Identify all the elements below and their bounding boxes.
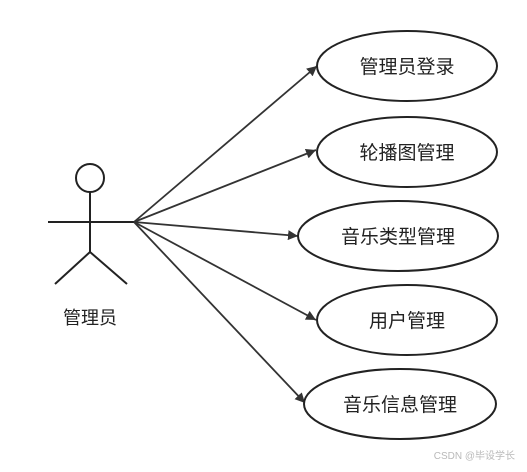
arrow-to-use-case-4 <box>133 221 317 321</box>
arrow-to-use-case-5 <box>133 221 306 404</box>
use-case-3-ellipse <box>297 200 499 272</box>
use-case-5-ellipse <box>303 368 497 440</box>
associations <box>133 65 318 404</box>
actor-label: 管理员 <box>63 308 117 329</box>
use-case-1-label: 管理员登录 <box>359 56 454 78</box>
watermark: CSDN @毕设学长 <box>433 451 515 462</box>
use-case-5-label: 音乐信息管理 <box>343 394 457 416</box>
use-case-1: 管理员登录 <box>316 30 498 102</box>
use-case-3-label: 音乐类型管理 <box>341 226 455 248</box>
actor-left-leg <box>54 251 91 285</box>
arrow-to-use-case-2 <box>133 149 317 223</box>
use-case-4-label: 用户管理 <box>369 310 445 332</box>
use-case-1-ellipse <box>316 30 498 102</box>
use-case-3: 音乐类型管理 <box>297 200 499 272</box>
use-case-2: 轮播图管理 <box>316 116 498 188</box>
actor-head <box>75 163 105 193</box>
use-case-2-ellipse <box>316 116 498 188</box>
use-case-4-ellipse <box>316 284 498 356</box>
use-case-5: 音乐信息管理 <box>303 368 497 440</box>
arrow-to-use-case-3 <box>133 221 299 241</box>
use-case-2-label: 轮播图管理 <box>359 142 454 164</box>
actor-figure <box>48 163 134 285</box>
arrow-to-use-case-1 <box>133 65 318 223</box>
use-case-4: 用户管理 <box>316 284 498 356</box>
actor-right-leg <box>89 251 128 285</box>
